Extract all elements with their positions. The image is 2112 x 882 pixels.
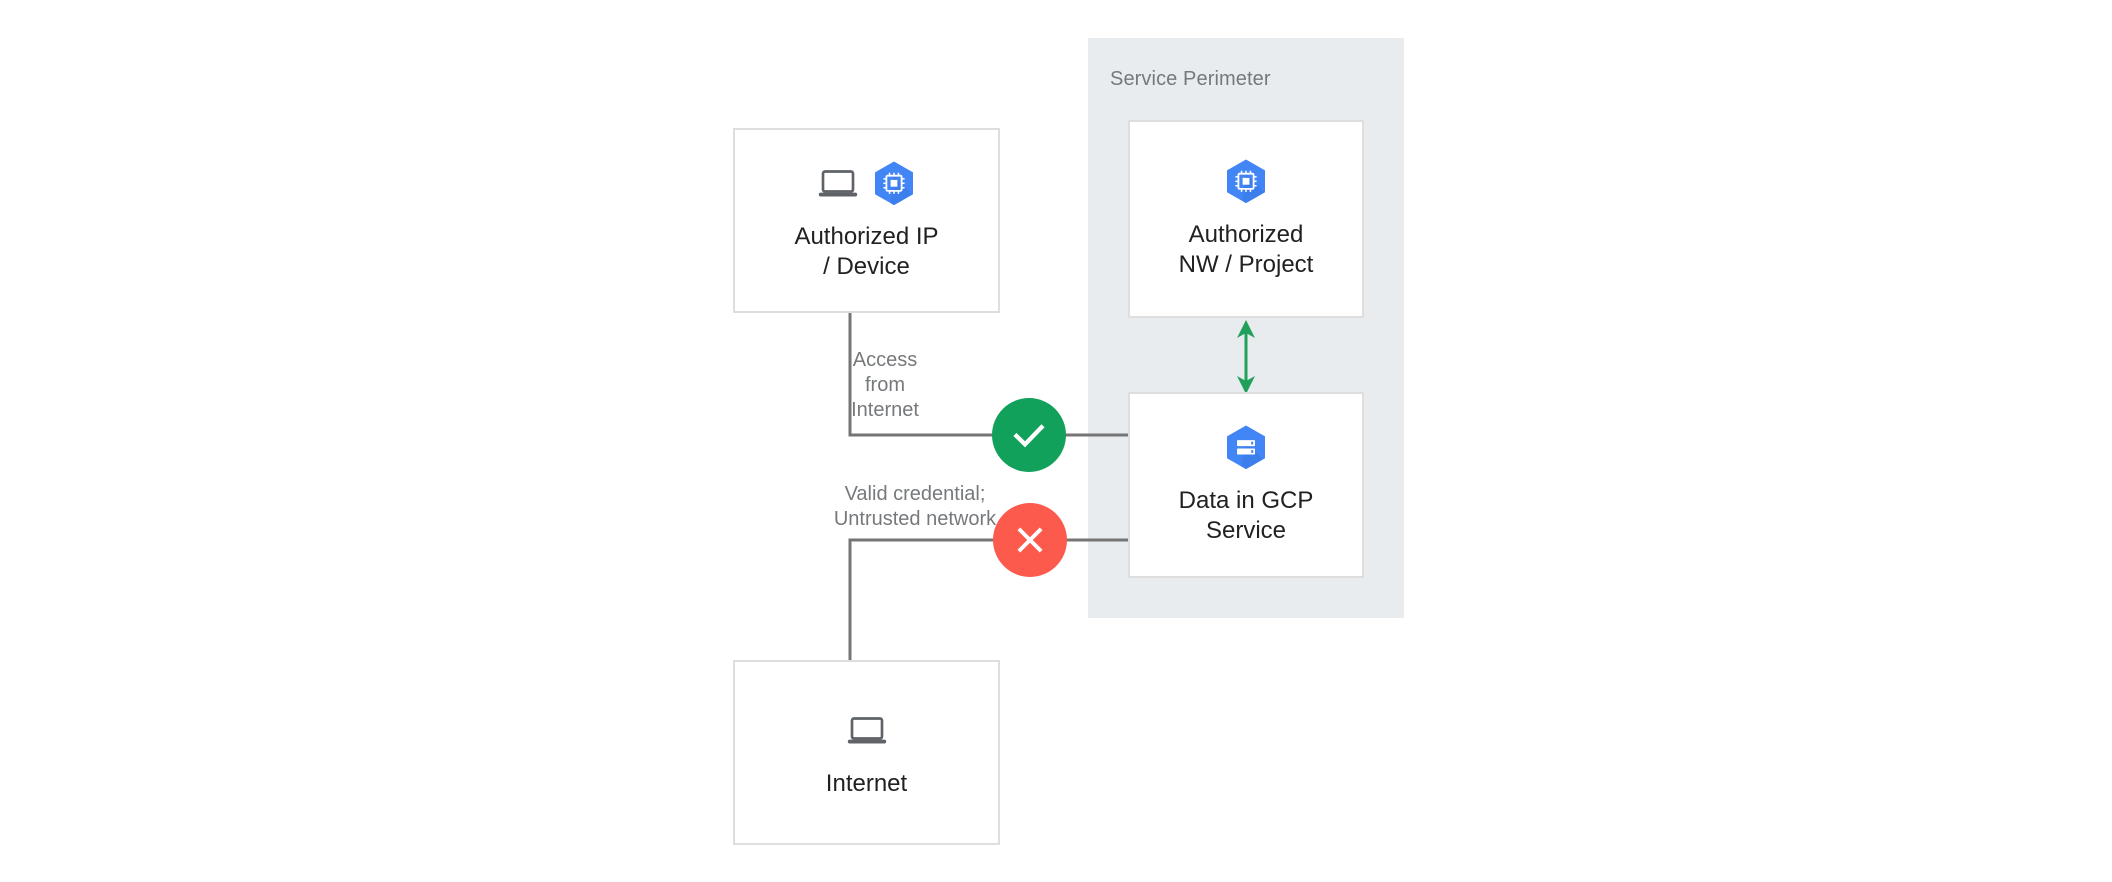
node-authorized-ip-device[interactable]: Authorized IP / Device (733, 128, 1000, 313)
gcp-compute-hexagon-icon (1227, 159, 1265, 204)
node-icons (847, 707, 887, 755)
service-perimeter-label: Service Perimeter (1110, 68, 1271, 90)
node-label: Internet (825, 769, 908, 797)
laptop-icon (847, 716, 886, 743)
allow-verdict-badge[interactable] (992, 398, 1066, 472)
edge-label-access-from-internet: Access from Internet (851, 349, 919, 421)
node-icons (1224, 158, 1268, 206)
node-label: Authorized IP / Device (794, 222, 939, 280)
cross-icon (1017, 527, 1043, 553)
node-data-in-gcp-service[interactable]: Data in GCP Service (1128, 392, 1364, 578)
node-label: Data in GCP Service (1178, 487, 1314, 544)
laptop-icon (818, 169, 857, 196)
check-icon (1013, 424, 1045, 448)
edge-label-valid-credential-untrusted-network: Valid credential; Untrusted network (833, 483, 997, 530)
wire-internet-to-deny (848, 538, 1001, 660)
node-authorized-nw-project[interactable]: Authorized NW / Project (1128, 120, 1364, 318)
node-internet[interactable]: Internet (733, 660, 1000, 845)
deny-verdict-badge[interactable] (993, 503, 1067, 577)
node-icons (818, 160, 916, 208)
node-label: Authorized NW / Project (1178, 221, 1314, 278)
gcp-storage-hexagon-icon (1227, 425, 1265, 470)
node-icons (1224, 424, 1268, 472)
gcp-compute-hexagon-icon (874, 161, 913, 205)
